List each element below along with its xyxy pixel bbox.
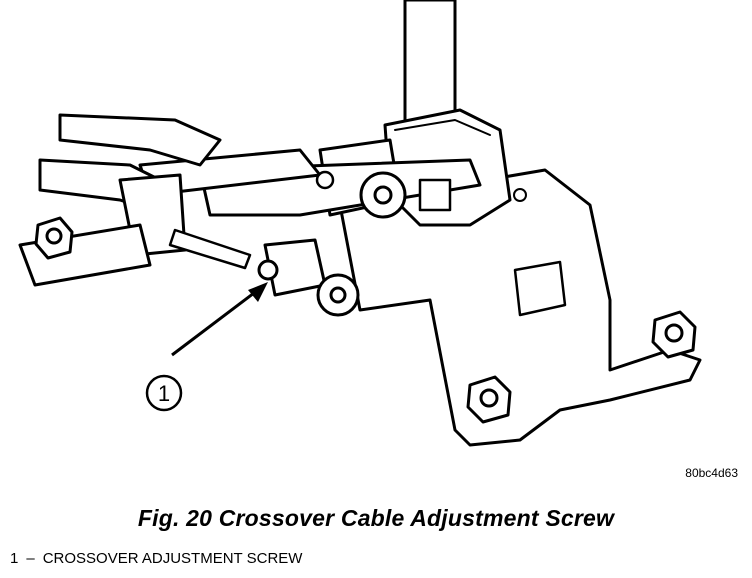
callout-leader [171,288,259,357]
legend-dash: – [26,550,35,567]
adjustment-screw [257,259,279,281]
mounting-nut-left [34,216,74,260]
adjuster-rod [168,228,252,270]
callout-number: 1 [158,381,170,406]
cable-upper [58,113,222,167]
legend-item: 1–CROSSOVER ADJUSTMENT SCREW [10,550,310,567]
callout-arrowhead [248,282,268,302]
legend-number: 1 [10,550,19,567]
legend-label: CROSSOVER ADJUSTMENT SCREW [42,550,303,567]
figure-caption: Fig. 20 Crossover Cable Adjustment Screw [137,505,615,531]
mounting-nut-right [651,310,697,359]
figure-reference-code: 80bc4d63 [685,466,738,480]
callout-circle [145,374,183,412]
mounting-nut-front [466,375,512,424]
